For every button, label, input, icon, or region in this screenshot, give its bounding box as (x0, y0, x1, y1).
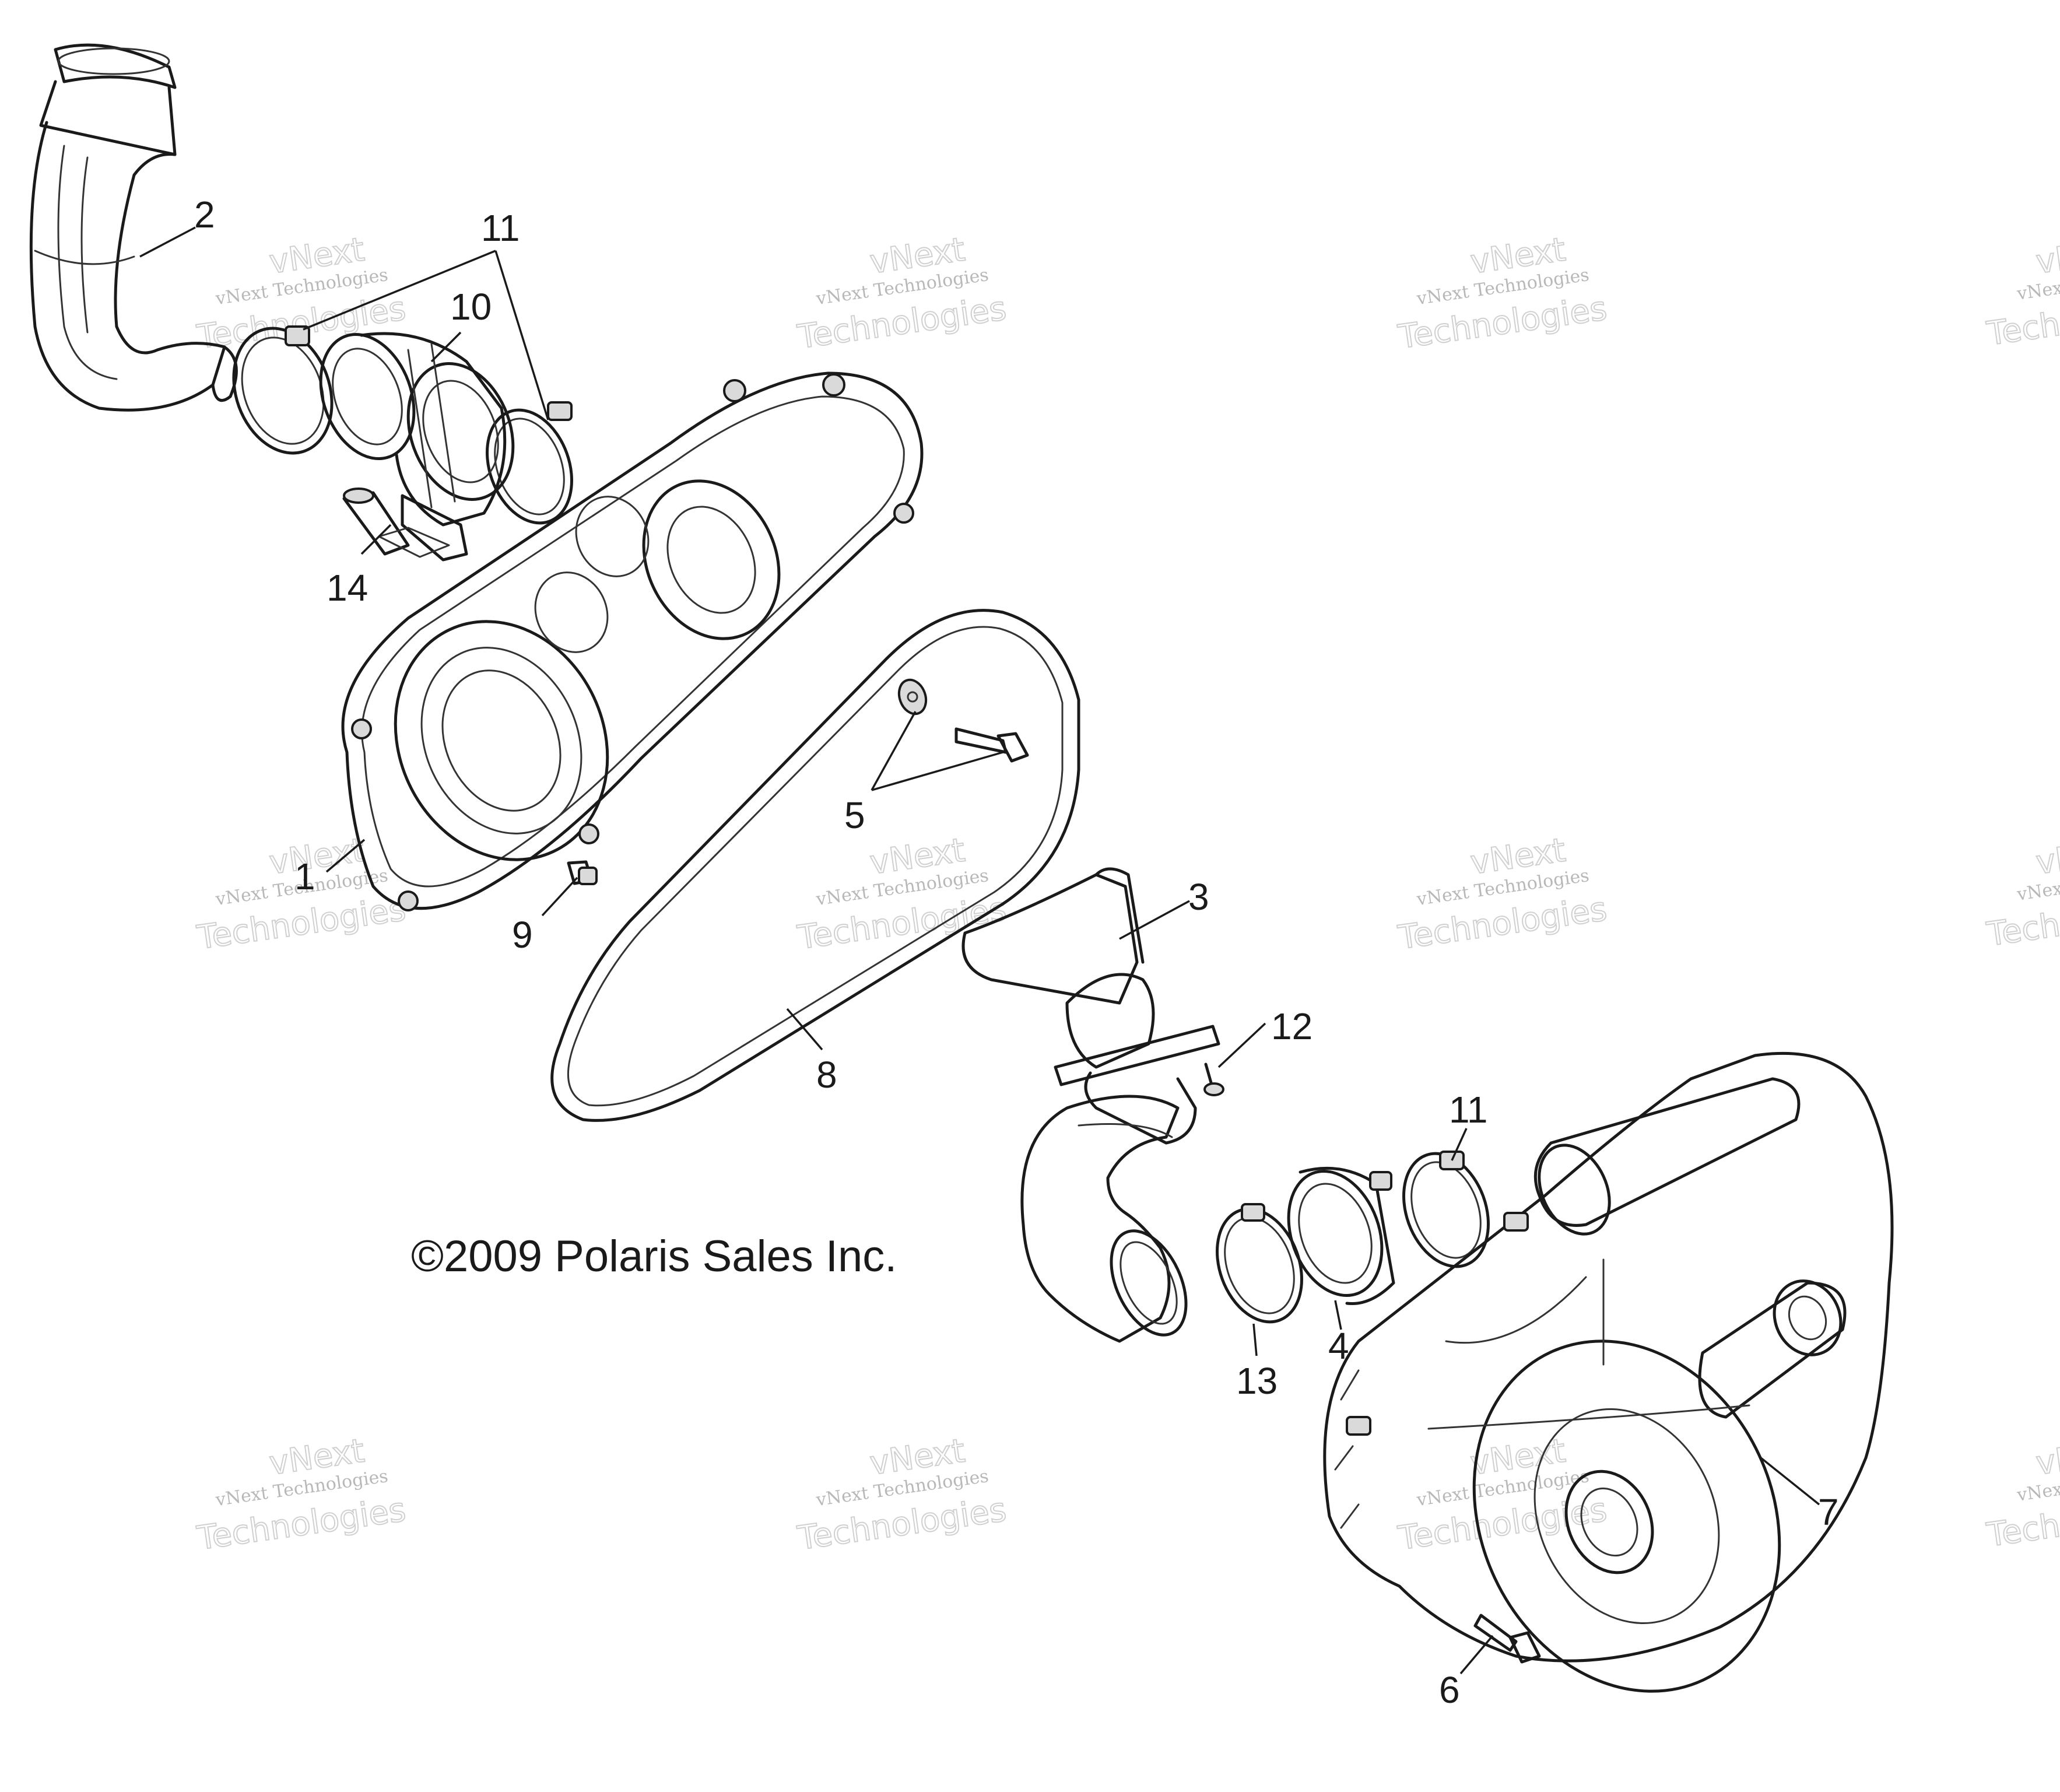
part-clamp-upper-left (232, 325, 334, 455)
leader-5b (871, 751, 1003, 791)
leader-9 (541, 876, 578, 917)
leader-6 (1459, 1635, 1494, 1675)
leader-1 (325, 839, 366, 873)
leader-10 (430, 331, 462, 363)
callout-9: 9 (512, 914, 533, 956)
watermark: vNext Technologies vNext Technologies (1984, 230, 2060, 353)
part-clamp-upper-right (486, 401, 573, 525)
leader-12 (1217, 1022, 1266, 1068)
part-bolt-washer (897, 678, 1029, 763)
callout-1: 1 (294, 855, 315, 897)
leader-11a-right (494, 250, 549, 420)
watermark: vNext Technologies vNext Technologies (1984, 830, 2060, 954)
part-clamp-lower (1402, 1151, 1490, 1268)
leader-11b (1451, 1128, 1468, 1161)
leader-7 (1760, 1457, 1820, 1506)
part-coupler (1287, 1166, 1395, 1306)
watermark: vNext Technologies vNext Technologies (194, 1431, 409, 1558)
watermark: vNext Technologies vNext Technologies (1395, 230, 1610, 357)
leader-3 (1119, 900, 1190, 940)
leader-8 (786, 1008, 823, 1051)
callout-2: 2 (194, 194, 215, 236)
part-push-rivet (1203, 1062, 1224, 1096)
leader-14 (360, 524, 392, 555)
part-inner-clutch-cover (341, 371, 924, 911)
part-bolt-6 (1473, 1614, 1541, 1664)
watermark-layer: vNext Technologies vNext Technologies vN… (194, 230, 2060, 1558)
watermark: vNext Technologies vNext Technologies (1395, 1431, 1610, 1558)
watermark: vNext Technologies vNext Technologies (1395, 830, 1610, 958)
callout-7: 7 (1818, 1491, 1839, 1533)
part-intake-duct (29, 43, 238, 412)
part-sensor (342, 488, 450, 558)
part-intake-adapter (319, 332, 515, 562)
watermark: vNext Technologies vNext Technologies (795, 230, 1009, 357)
watermark: vNext Technologies vNext Technologies (795, 1431, 1009, 1558)
svg-text:vNext: vNext (2034, 230, 2060, 281)
leader-13 (1252, 1323, 1258, 1356)
callout-4: 4 (1328, 1325, 1349, 1367)
callout-6: 6 (1439, 1669, 1460, 1711)
part-elbow-duct (1020, 1095, 1188, 1343)
callout-8: 8 (816, 1054, 837, 1096)
callout-12: 12 (1271, 1005, 1312, 1047)
callout-10: 10 (450, 286, 492, 328)
callout-11-upper: 11 (481, 207, 520, 249)
part-drive-belt (550, 609, 1080, 1122)
copyright-text: ©2009 Polaris Sales Inc. (411, 1232, 897, 1281)
watermark: vNext Technologies vNext Technologies (795, 830, 1009, 958)
leader-lines (139, 226, 1820, 1675)
part-outer-clutch-cover (1323, 1051, 1894, 1693)
watermark: vNext Technologies vNext Technologies (1984, 1431, 2060, 1555)
leader-2 (139, 226, 196, 258)
callout-5: 5 (844, 794, 865, 836)
part-small-bolt (567, 860, 598, 885)
leader-4 (1334, 1300, 1342, 1330)
callout-layer: 2 11 10 14 1 9 5 3 12 8 11 13 4 7 6 (194, 194, 1839, 1711)
svg-text:vNext: vNext (2034, 1432, 2060, 1482)
part-outlet-duct (961, 867, 1220, 1145)
callout-13: 13 (1236, 1360, 1278, 1402)
callout-14: 14 (327, 567, 368, 609)
leader-5a (871, 711, 917, 791)
callout-11-lower: 11 (1449, 1089, 1487, 1131)
leader-11a-left (303, 250, 496, 331)
svg-text:vNext: vNext (2034, 831, 2060, 882)
callout-3: 3 (1188, 876, 1209, 918)
